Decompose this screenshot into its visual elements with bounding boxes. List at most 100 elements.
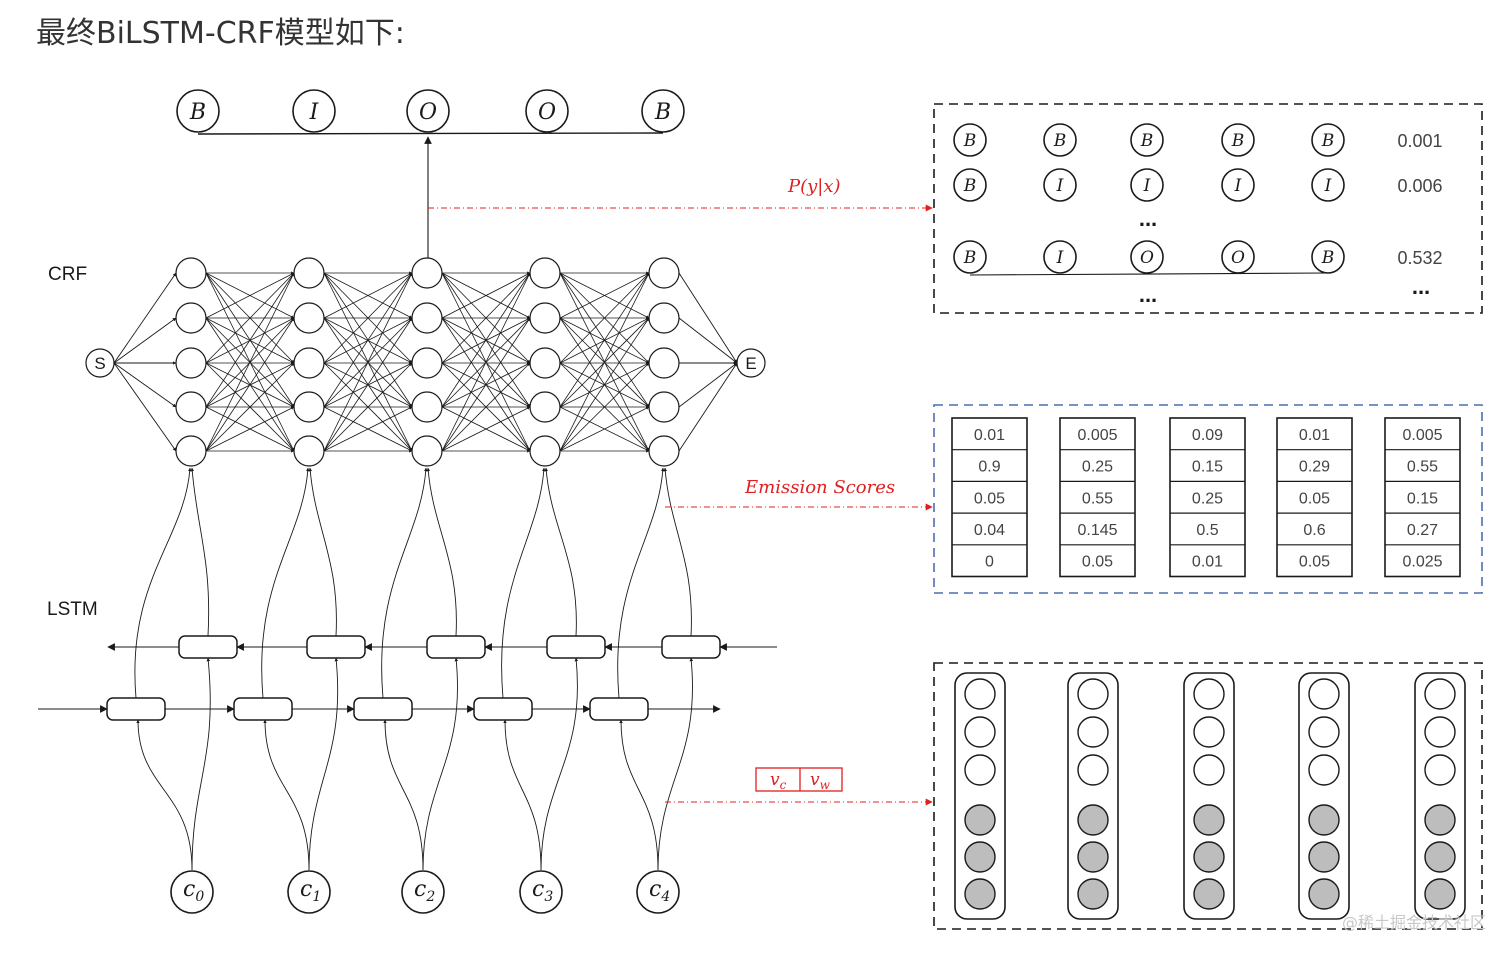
crf-node [648,391,680,423]
path-1-tag-1-text: I [1056,176,1064,196]
fwd-to-crf [134,467,192,699]
output-tag-4-text: B [654,100,671,125]
input-3-base: c [532,877,544,902]
crf-transition-edge [559,272,650,364]
emission-cell-2-2: 0.25 [1192,490,1223,507]
crf-end-text: E [745,354,756,373]
emission-cell-4-2: 0.15 [1407,490,1438,507]
input-to-fwd [263,719,310,871]
emission-cell-0-4: 0 [985,554,994,571]
crf-transition-edge [559,272,650,408]
lstm-label: LSTM [47,599,98,620]
lstm-backward-cell [178,635,238,659]
emission-cell-0-1: 0.9 [978,459,1000,476]
lstm-forward-cell [589,697,649,721]
crf-transition-edge [441,406,531,452]
emission-table-0 [951,417,1028,578]
input-0-circle [170,870,214,914]
path-2-tag-2-circle [1130,240,1164,274]
emission-cell-1-4: 0.05 [1082,554,1113,571]
crf-end-edge [678,362,738,452]
input-4-text: c4 [649,877,670,905]
path-2-prob: 0.532 [1397,248,1442,268]
lstm-backward-cell [661,635,721,659]
emission-cell-4-0: 0.005 [1402,427,1442,444]
crf-node [648,347,680,379]
emission-cell-3-4: 0.05 [1299,554,1330,571]
path-2-tag-2-text: O [1140,248,1154,268]
crf-node [648,435,680,467]
embedding-unit-empty [1193,716,1225,748]
path-2-tag-0-circle [953,240,987,274]
input-3-text: c3 [532,877,553,905]
crf-start-edge [113,362,177,408]
path-0-tag-4-text: B [1321,131,1335,151]
embedding-unit-filled [964,804,996,836]
emission-cell-4-4: 0.025 [1402,554,1442,571]
crf-end-node [736,348,766,378]
input-to-bwd [422,657,459,871]
crf-edges [113,271,738,453]
crf-node [411,347,443,379]
input-to-bwd [540,657,579,871]
crf-transition-edge [205,272,295,452]
path-1-prob: 0.006 [1397,176,1442,196]
crf-transition-edge [323,272,413,452]
path-2-tag-4-text: B [1321,248,1335,268]
input-to-fwd [383,719,424,871]
path-0-tag-1-text: B [1053,131,1067,151]
path-2-tag-1-circle [1043,240,1077,274]
lstm-forward-cell [106,697,166,721]
input-2-circle [401,870,445,914]
path-1-tag-1-circle [1043,168,1077,202]
path-0-tag-3-circle [1221,123,1255,157]
lstm-forward-cell [353,697,413,721]
crf-start-node [85,348,115,378]
crf-transition-edge [559,362,650,452]
crf-transition-edge [323,272,413,364]
path-1-tag-0-circle [953,168,987,202]
output-tag-3-text: O [538,100,556,125]
fwd-to-crf [381,467,428,699]
embedding-unit-filled [1193,841,1225,873]
crf-end-edge [678,272,738,364]
output-tag-0-circle [176,89,220,133]
red-connectors: P(y|x) Emission Scores vc vw [428,176,933,806]
crf-transition-edge [441,317,531,452]
path-baseline [969,272,1329,276]
path-1-tag-4-circle [1311,168,1345,202]
output-tag-4-circle [641,89,685,133]
crf-transition-edge [323,272,413,408]
emission-cell-0-0: 0.01 [974,427,1005,444]
vector-concat-box: vc vw [755,767,843,792]
crf-node [411,435,443,467]
crf-node [175,302,207,334]
input-0-base: c [183,877,195,902]
input-0-text: c0 [183,877,204,905]
embedding-unit-filled [1193,804,1225,836]
crf-end-edge [678,317,738,364]
emission-table-1 [1059,417,1136,578]
path-1-tag-2-text: I [1143,176,1151,196]
embedding-unit-empty [964,754,996,786]
embedding-unit-empty [1077,678,1109,710]
input-2-text: c2 [414,877,435,905]
embedding-unit-filled [1077,804,1109,836]
ellipsis-3: ... [1412,274,1430,299]
lstm-backward-cell [426,635,486,659]
input-4-circle [636,870,680,914]
emission-cell-0-2: 0.05 [974,490,1005,507]
crf-node [529,302,561,334]
crf-node [529,257,561,289]
embedding-unit-empty [1193,754,1225,786]
input-1-base: c [300,877,312,902]
path-0-tag-3-text: B [1231,131,1245,151]
emission-cell-1-3: 0.145 [1077,522,1117,539]
crf-transition-edge [205,272,295,319]
input-to-fwd [619,719,659,871]
emission-cell-1-2: 0.55 [1082,490,1113,507]
crf-transition-edge [441,362,531,452]
